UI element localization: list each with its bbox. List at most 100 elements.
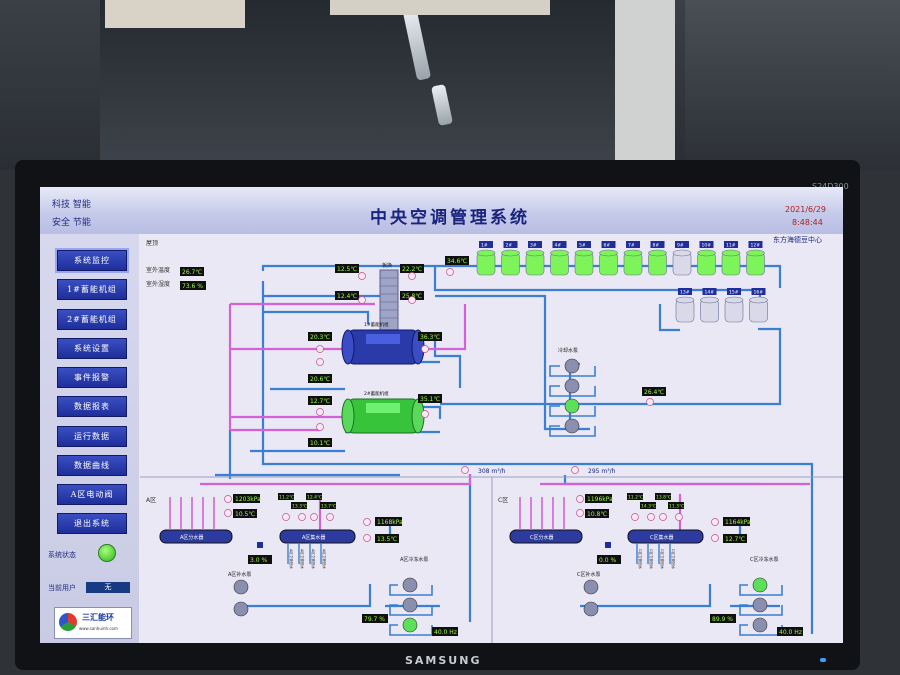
flow-c-gauge xyxy=(571,466,579,474)
cooling-return-temp: 26.4℃ xyxy=(642,387,666,396)
makeup-pump-icon[interactable] xyxy=(583,601,599,617)
outdoor-temp-value-text: 26.7℃ xyxy=(182,269,202,276)
cooling-tower-label: 8# xyxy=(653,243,660,249)
cooling-tower-label: 15# xyxy=(729,290,739,296)
left-labels: 屋顶 室外温度 室外湿度 A区 C区 xyxy=(146,240,508,504)
chiller2-in-temp-text: 12.7℃ xyxy=(310,398,330,405)
nav-button-5[interactable]: 事件报警 xyxy=(57,367,127,388)
zone-a-branch-temp-3-box xyxy=(291,502,307,509)
chw-pump-icon[interactable] xyxy=(402,597,418,613)
hx-right-top-temp-text: 22.2℃ xyxy=(402,266,422,273)
cooling-tower-7#[interactable]: 7# xyxy=(623,241,643,276)
nav-button-2[interactable]: 1#蓄能机组 xyxy=(57,279,127,300)
zone-a-gauge xyxy=(224,509,232,517)
cooling-tower-tag xyxy=(479,241,493,248)
chiller2-gauge xyxy=(421,410,429,418)
nav-button-9[interactable]: A区电动阀 xyxy=(57,484,127,505)
time-display: 8:48:44 xyxy=(792,218,823,227)
monitor-brand: SAMSUNG xyxy=(405,654,482,667)
zone-a-supply-pressure-text: 1203kPa xyxy=(235,496,261,503)
chilled-water-pipes xyxy=(215,264,814,634)
nav-button-6[interactable]: 数据报表 xyxy=(57,396,127,417)
nav-button-3[interactable]: 2#蓄能机组 xyxy=(57,309,127,330)
branch-name: C区立管回水 xyxy=(660,549,665,569)
hx-left-bottom-temp-text: 12.4℃ xyxy=(337,293,357,300)
cooling-tower-15#[interactable]: 15# xyxy=(724,288,744,323)
zone-c-return-header: C区集水器 xyxy=(650,534,674,541)
nav-button-8[interactable]: 数据曲线 xyxy=(57,455,127,476)
tower-outlet-temp: 34.6℃ xyxy=(445,256,469,265)
cooling-tower-1#[interactable]: 1# xyxy=(476,241,496,276)
cooling-tower-fan xyxy=(599,249,618,257)
cooling-pump-1-icon[interactable] xyxy=(564,358,580,374)
chw-pump-icon[interactable] xyxy=(402,577,418,593)
cooling-tower-label: 4# xyxy=(555,243,562,249)
cooling-tower-fan xyxy=(574,249,594,257)
cooling-pump-2-icon[interactable] xyxy=(564,378,580,394)
cooling-pump-3-icon[interactable] xyxy=(564,398,580,414)
cooling-tower-fan xyxy=(476,249,496,257)
chiller2-in-temp: 12.7℃ xyxy=(308,396,332,405)
tower-outlet-temp-text: 34.6℃ xyxy=(447,258,467,265)
zone-a-valve-icon[interactable] xyxy=(257,542,263,548)
cooling-tower-fan xyxy=(648,249,667,257)
cooling-tower-2#[interactable]: 2# xyxy=(501,241,520,276)
zone-c-branch-temp-4-box xyxy=(668,502,684,509)
cooling-tower-13#[interactable]: 13# xyxy=(675,288,695,323)
cooling-tower-fan xyxy=(700,296,719,304)
chiller1-cond-temp-text: 36.3℃ xyxy=(420,334,440,341)
cooling-tower-6#[interactable]: 6# xyxy=(599,241,618,276)
logo-url: www.sanhuinh.com xyxy=(79,626,118,631)
zone-c-branch-temp-1-box xyxy=(627,493,643,500)
chiller-1: 1#蓄能机组 xyxy=(341,321,425,365)
cooling-tower-12#[interactable]: 12# xyxy=(746,241,765,276)
outdoor-temp-label: 室外温度 xyxy=(146,266,170,274)
cooling-tower-3#[interactable]: 3# xyxy=(525,241,545,276)
zone-a-valve-open-text: 3.0 % xyxy=(250,557,267,564)
nav-button-7[interactable]: 运行数据 xyxy=(57,426,127,447)
makeup-pump-icon[interactable] xyxy=(233,579,249,595)
zone-c-gauge xyxy=(711,534,719,542)
cooling-tower-tag xyxy=(675,241,689,248)
nav-button-1[interactable]: 系统监控 xyxy=(57,250,127,271)
zone-a-branch-temp-2-text: 12.4℃ xyxy=(307,495,322,501)
zone-a-return-temp: 13.5℃ xyxy=(375,534,399,543)
tower-outlet-temp-box xyxy=(445,256,469,265)
zone-c-branch-temp-1: 11.2℃ xyxy=(627,493,643,501)
nav-button-10[interactable]: 退出系统 xyxy=(57,513,127,534)
makeup-pump-icon[interactable] xyxy=(233,601,249,617)
cooling-tower-tag xyxy=(601,241,616,248)
makeup-pump-icon[interactable] xyxy=(583,579,599,595)
chiller2-cond-temp-box xyxy=(418,394,442,403)
cooling-tower-tag xyxy=(552,241,567,248)
zone-c-gauge xyxy=(576,495,584,503)
zone-a-freq: 40.0 Hz xyxy=(432,627,458,636)
cooling-tower-9#[interactable]: 9# xyxy=(672,241,692,276)
zone-c-valve-icon[interactable] xyxy=(605,542,611,548)
cooling-tower-label: 3# xyxy=(530,243,537,249)
cooling-tower-14#[interactable]: 14# xyxy=(700,288,719,323)
current-user-label: 当前用户 xyxy=(48,584,76,592)
chw-pump-icon[interactable] xyxy=(752,597,768,613)
cooling-tower-tag xyxy=(528,241,542,248)
cooling-pump-4-icon[interactable] xyxy=(564,418,580,434)
zone-c-bypass-open-text: 89.9 % xyxy=(712,616,733,623)
cooling-tower-4#[interactable]: 4# xyxy=(550,241,569,276)
cooling-tower-8#[interactable]: 8# xyxy=(648,241,667,276)
cooling-tower-16#[interactable]: 16# xyxy=(749,288,768,323)
chw-pump-icon[interactable] xyxy=(752,617,768,633)
value-readouts: 26.7℃73.6 %12.5℃12.4℃22.2℃25.8℃34.6℃20.3… xyxy=(180,256,803,636)
hx-gauge xyxy=(358,272,366,280)
cooling-pump-pipe xyxy=(549,425,596,437)
org-name: 东方海德豆中心 xyxy=(773,236,822,244)
cooling-tower-11#[interactable]: 11# xyxy=(721,241,741,276)
outdoor-humidity-value-box xyxy=(180,281,206,290)
nav-button-4[interactable]: 系统设置 xyxy=(57,338,127,359)
zone-c-branch-gauge xyxy=(647,513,655,521)
cooling-tower-5#[interactable]: 5# xyxy=(574,241,594,276)
chiller2-cond-temp-text: 35.1℃ xyxy=(420,396,440,403)
chw-pump-icon[interactable] xyxy=(752,577,768,593)
chw-pump-icon[interactable] xyxy=(402,617,418,633)
cooling-tower-10#[interactable]: 10# xyxy=(697,241,716,276)
zone-c-freq-box xyxy=(777,627,803,636)
